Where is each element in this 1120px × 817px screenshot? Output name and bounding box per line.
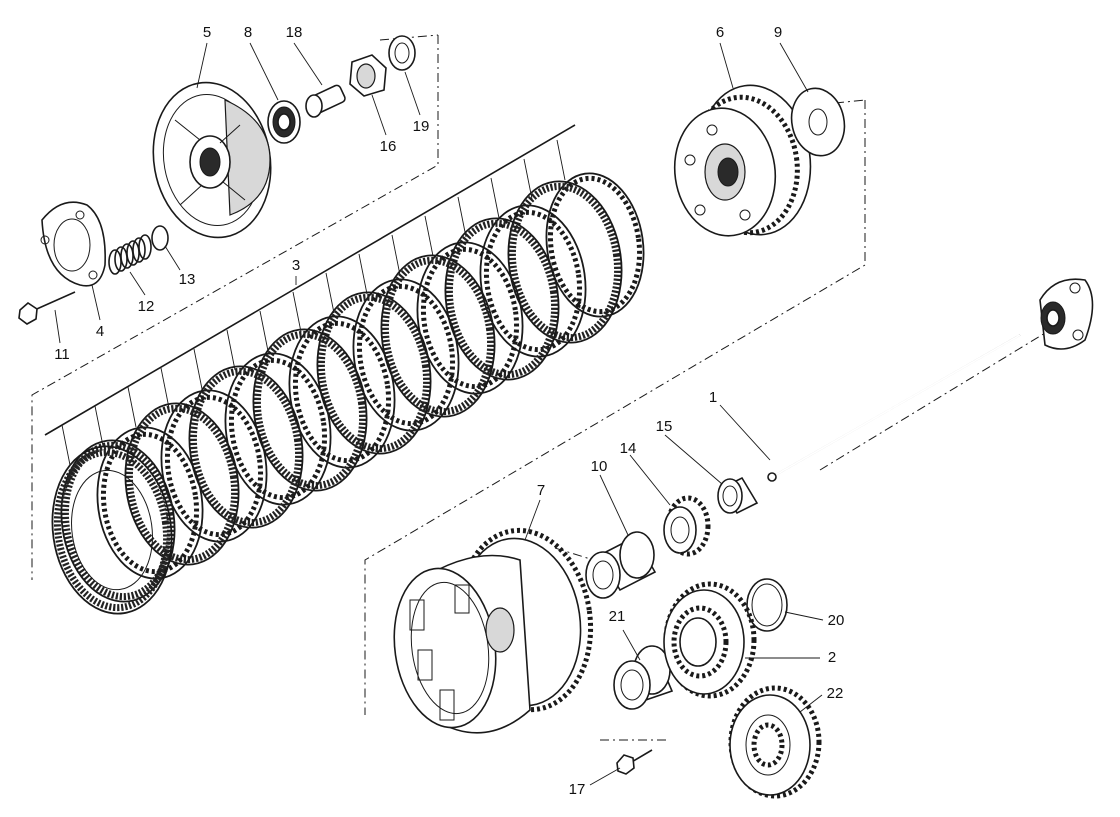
bushing — [717, 476, 759, 515]
slave-cylinder — [1039, 278, 1094, 350]
assembly-boundary-lines — [31, 34, 1051, 741]
part-number-label: 5 — [203, 24, 211, 41]
pushrod-mushroom — [305, 84, 346, 118]
part-number-label: 16 — [380, 138, 397, 155]
plate-stack-bracket — [44, 124, 576, 466]
screw — [18, 291, 76, 325]
thrust-washer — [790, 87, 846, 157]
part-number-label: 22 — [827, 685, 844, 702]
part-number-label: 2 — [828, 649, 836, 666]
part-number-label: 1 — [709, 389, 717, 406]
part-number-label: 13 — [179, 271, 196, 288]
leader-lines — [54, 42, 824, 786]
part-number-label: 18 — [286, 24, 303, 41]
part-number-label: 4 — [96, 323, 104, 340]
lower-gear — [728, 685, 822, 799]
part-number-label: 15 — [656, 418, 673, 435]
part-number-label: 21 — [609, 608, 626, 625]
spring-cap — [40, 201, 106, 287]
part-number-label: 17 — [569, 781, 586, 798]
part-number-label: 7 — [537, 482, 545, 499]
nut — [349, 54, 387, 97]
bolt — [616, 749, 653, 775]
part-number-label: 9 — [774, 24, 782, 41]
lock-washer — [388, 35, 416, 71]
pushrod — [767, 334, 1021, 482]
clutch-housing — [393, 527, 594, 734]
part-number-label: 6 — [716, 24, 724, 41]
needle-bearing — [663, 495, 711, 557]
housing-bushing — [613, 645, 674, 710]
part-number-label: 12 — [138, 298, 155, 315]
primary-gear — [663, 581, 757, 699]
part-number-label: 11 — [54, 346, 70, 363]
part-number-label: 14 — [620, 440, 637, 457]
circlip — [746, 578, 788, 632]
part-number-label: 20 — [828, 612, 845, 629]
bearing — [267, 100, 301, 144]
spring — [108, 234, 152, 275]
part-number-label: 10 — [591, 458, 608, 475]
clutch-plate-stack — [51, 172, 645, 615]
clutch-hub — [673, 84, 812, 237]
spacer — [585, 531, 657, 599]
part-number-label: 19 — [413, 118, 430, 135]
part-number-labels: 5 8 18 16 19 6 9 3 4 11 12 13 1 15 14 10… — [54, 24, 844, 798]
pressure-plate — [152, 81, 272, 239]
retaining-ring — [151, 225, 169, 251]
part-number-label: 8 — [244, 24, 252, 41]
part-number-label: 3 — [292, 257, 300, 274]
